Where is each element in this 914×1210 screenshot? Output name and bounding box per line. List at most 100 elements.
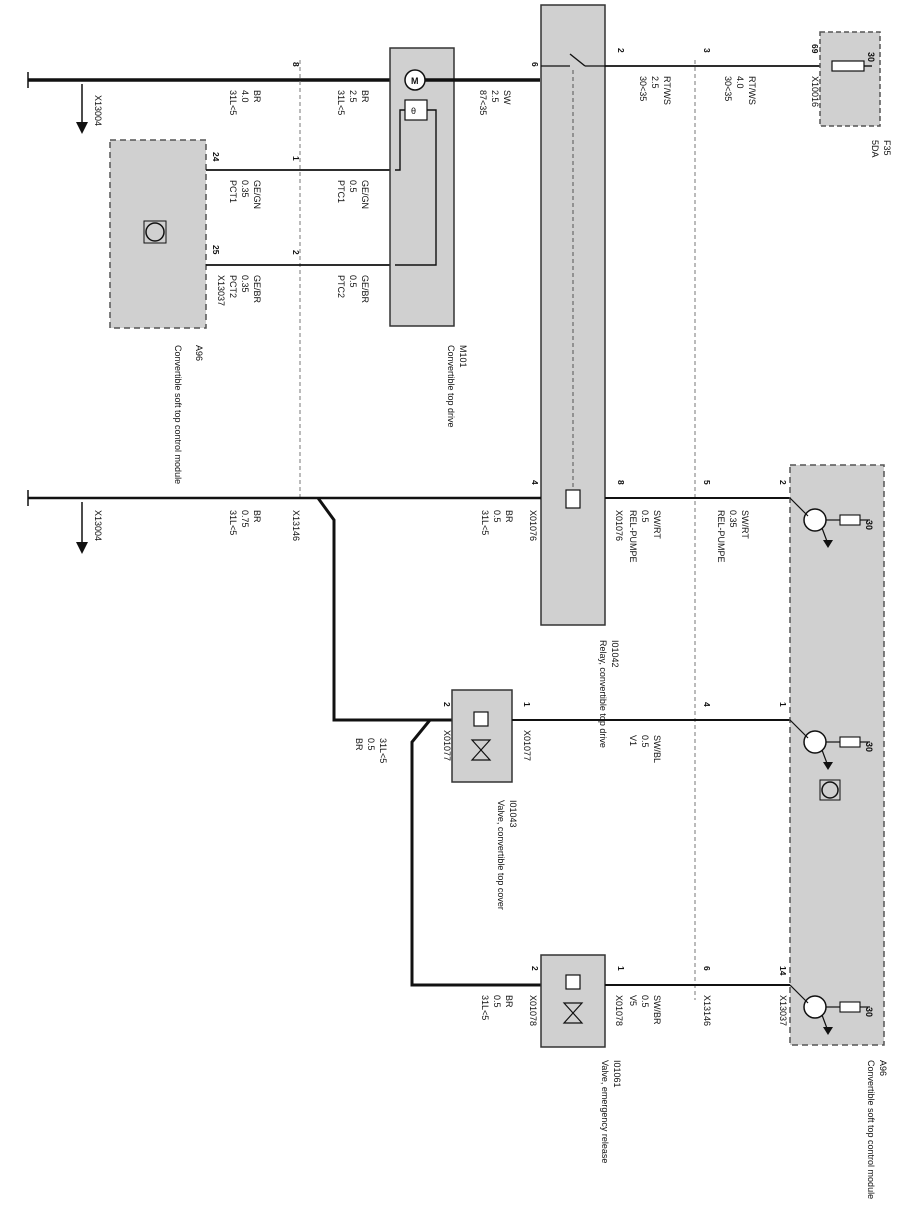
control-module-bottom-name: Convertible soft top control module <box>866 1060 876 1199</box>
terminal-30: 30 <box>866 52 876 62</box>
driver-transistor-2 <box>789 719 870 770</box>
module-symbol-icon <box>821 781 839 799</box>
wire-label: 31L<5 <box>480 995 490 1020</box>
valve-coil-icon <box>473 711 489 727</box>
pin-2-relay: 2 <box>616 48 626 53</box>
valve-coil-icon <box>565 974 581 990</box>
wire-label: 4.0 <box>240 90 250 103</box>
wire-label: 2.5 <box>650 76 660 89</box>
pin-14-module: 14 <box>778 966 788 976</box>
motor-id: M101 <box>458 345 468 368</box>
wire-label: GE/BR <box>360 275 370 304</box>
wire-label: 2.5 <box>348 90 358 103</box>
splice-label: X13146 <box>291 510 301 541</box>
wire-label: 0.5 <box>640 510 650 523</box>
wire-label: V5 <box>628 995 638 1006</box>
driver-transistor-1 <box>789 497 870 548</box>
wire-label: BR <box>252 510 262 523</box>
control-module-top-id: A96 <box>194 345 204 361</box>
control-module-top <box>109 139 207 329</box>
connector-label: X01078 <box>528 995 538 1026</box>
fuse-box <box>819 31 881 127</box>
wire-label: PTC1 <box>336 180 346 203</box>
wire-label: 0.5 <box>492 510 502 523</box>
valve-release-name: Valve, emergency release <box>600 1060 610 1163</box>
connector-label: X01076 <box>528 510 538 541</box>
pin-4-v1: 4 <box>702 702 712 707</box>
connector-label: X13037 <box>216 275 226 306</box>
wire-label: 30<35 <box>638 76 648 101</box>
wire-label: 31L<5 <box>378 738 388 763</box>
wire-label: 0.5 <box>640 735 650 748</box>
connector-label: X01077 <box>442 730 452 761</box>
wire-label: REL-PUMPE <box>628 510 638 563</box>
ground-arrow-head-top <box>76 122 88 134</box>
relay-id: I01042 <box>610 640 620 668</box>
wire-label: 30<35 <box>723 76 733 101</box>
wire-label: 0.35 <box>728 510 738 528</box>
wire-label: 0.5 <box>366 738 376 751</box>
valve-symbol-icon <box>470 749 492 761</box>
pin-1-motor: 1 <box>291 156 301 161</box>
connector-label: X13146 <box>702 995 712 1026</box>
wire-label: V1 <box>628 735 638 746</box>
wire-label: BR <box>504 510 514 523</box>
pin-1-valve-release: 1 <box>616 966 626 971</box>
wire-label: 0.5 <box>640 995 650 1008</box>
connector-label: X01077 <box>522 730 532 761</box>
control-module-bottom-id: A96 <box>878 1060 888 1076</box>
wire-label: SW/RT <box>740 510 750 539</box>
wire-label: PCT2 <box>228 275 238 298</box>
thermal-symbol: θ <box>411 106 416 116</box>
ground-wire-branch-release <box>410 719 541 987</box>
wire-label: SW/RT <box>652 510 662 539</box>
connector-label: X10016 <box>810 76 820 107</box>
connector-label: X01078 <box>614 995 624 1026</box>
pin-69: 69 <box>810 44 820 54</box>
valve-symbol-icon <box>562 1002 584 1014</box>
valve-symbol-icon <box>562 1012 584 1024</box>
wire-label: 0.35 <box>240 180 250 198</box>
terminal-30: 30 <box>864 742 874 752</box>
terminal-30: 30 <box>864 1007 874 1017</box>
motor-name: Convertible top drive <box>446 345 456 428</box>
connector-label: X13037 <box>778 995 788 1026</box>
ground-arrow-head-bottom <box>76 542 88 554</box>
pin-4-relay: 4 <box>530 480 540 485</box>
wire-label: REL-PUMPE <box>716 510 726 563</box>
wire-label: BR <box>252 90 262 103</box>
pin-2-valve-release: 2 <box>530 966 540 971</box>
pin-1-valve-cover: 1 <box>522 702 532 707</box>
wire-label: BR <box>354 738 364 751</box>
motor-internal-wire <box>395 109 437 266</box>
valve-symbol-icon <box>470 739 492 751</box>
pin-6-v5: 6 <box>702 966 712 971</box>
valve-release-box <box>540 954 606 1048</box>
wire-label: RT/WS <box>747 76 757 105</box>
control-module-top-name: Convertible soft top control module <box>173 345 183 484</box>
wire-label: 31L<5 <box>228 90 238 115</box>
terminal-30: 30 <box>864 520 874 530</box>
wire-label: GE/BR <box>252 275 262 304</box>
wire-label: 31L<5 <box>336 90 346 115</box>
valve-release-id: I01061 <box>612 1060 622 1088</box>
wire-label: 4.0 <box>735 76 745 89</box>
wire-label: 2.5 <box>490 90 500 103</box>
motor-symbol: M <box>411 76 419 86</box>
wire-label: BR <box>504 995 514 1008</box>
wire-label: 0.5 <box>348 275 358 288</box>
pin-8-relay: 8 <box>616 480 626 485</box>
fuse-icon <box>831 60 865 72</box>
pin-24: 24 <box>211 152 221 162</box>
wire-label: 31L<5 <box>480 510 490 535</box>
pin-6-relay: 6 <box>530 62 540 67</box>
pin-2-module: 2 <box>778 480 788 485</box>
control-module-bottom <box>789 464 885 1046</box>
pin-8-top: 8 <box>291 62 301 67</box>
relay-coil-icon <box>565 489 581 509</box>
wire-label: SW <box>502 90 512 105</box>
pin-2-valve-cover: 2 <box>442 702 452 707</box>
wire-label: GE/GN <box>360 180 370 209</box>
